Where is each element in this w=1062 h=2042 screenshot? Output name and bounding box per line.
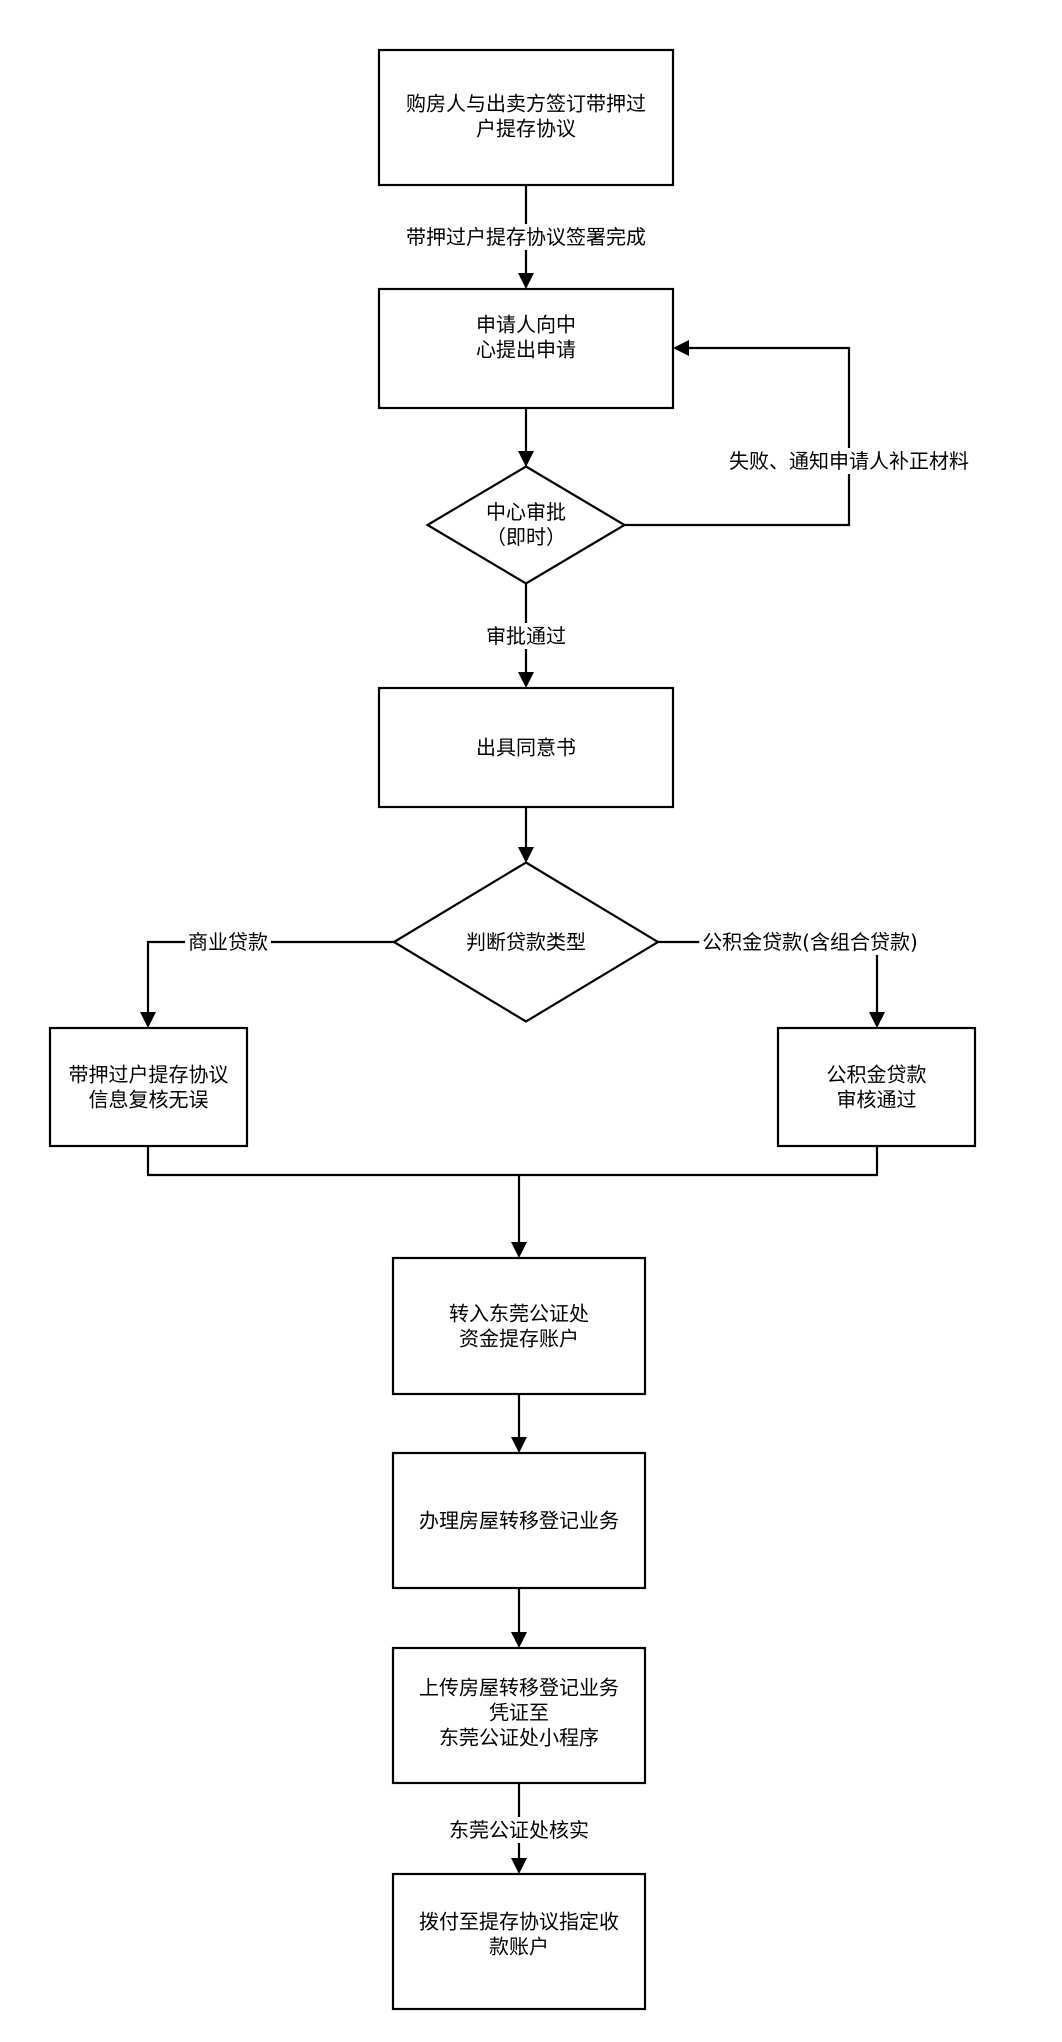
arrowhead-icon bbox=[518, 672, 534, 688]
edge-center-review-to-apply bbox=[624, 340, 851, 527]
edge-issue-consent-to-loan-type bbox=[518, 807, 534, 863]
edge-register-transfer-to-upload-proof bbox=[511, 1588, 527, 1648]
edge-label-loan-type-to-fund-approved: 公积金贷款(含组合贷款) bbox=[699, 929, 921, 955]
connector-line bbox=[146, 940, 394, 1012]
node-text-line: 凭证至 bbox=[489, 1701, 549, 1725]
arrowhead-icon bbox=[511, 1242, 527, 1258]
node-text-line: 心提出申请 bbox=[476, 338, 576, 362]
edge-label-background bbox=[483, 623, 569, 649]
node-text-line: 东莞公证处小程序 bbox=[439, 1726, 599, 1750]
edge-label-sign-agreement-to-apply: 带押过户提存协议签署完成 bbox=[403, 224, 649, 250]
edge-label-background bbox=[403, 224, 649, 250]
node-text-line: 审核通过 bbox=[837, 1088, 917, 1112]
decision-diamond bbox=[391, 861, 661, 1023]
edge-transfer-in-to-register-transfer bbox=[511, 1394, 527, 1453]
edge-label-center-review-to-apply: 失败、通知申请人补正材料 bbox=[726, 448, 972, 474]
node-text-line: 购房人与出卖方签订带押过 bbox=[406, 92, 646, 116]
edge-loan-type-to-commercial-check bbox=[140, 940, 394, 1028]
edge-label-text: 公积金贷款(含组合贷款) bbox=[702, 930, 918, 954]
node-text-line: 拨付至提存协议指定收 bbox=[419, 1910, 619, 1934]
edge-label-upload-proof-to-pay-out: 东莞公证处核实 bbox=[446, 1817, 592, 1843]
edge-label-background bbox=[726, 448, 972, 474]
arrowhead-icon bbox=[511, 1632, 527, 1648]
node-text-line: 中心审批 bbox=[486, 500, 566, 524]
node-text-line: 户提存协议 bbox=[476, 117, 576, 141]
node-center-review: 中心审批（即时） bbox=[425, 465, 627, 585]
edge-label-text: 审批通过 bbox=[486, 624, 566, 648]
edges-layer bbox=[140, 185, 885, 1874]
edge-label-text: 带押过户提存协议签署完成 bbox=[406, 225, 646, 249]
edge-label-center-review-to-issue-consent: 审批通过 bbox=[483, 623, 569, 649]
arrowhead-icon bbox=[140, 1012, 156, 1028]
arrowhead-icon bbox=[511, 1858, 527, 1874]
connector-line bbox=[517, 1146, 879, 1242]
node-text-line: 带押过户提存协议 bbox=[69, 1063, 229, 1087]
node-text-line: 公积金贷款 bbox=[827, 1063, 927, 1087]
arrowhead-icon bbox=[518, 847, 534, 863]
node-text-line: 转入东莞公证处 bbox=[449, 1302, 589, 1326]
arrowhead-icon bbox=[511, 1437, 527, 1453]
arrowhead-icon bbox=[869, 1012, 885, 1028]
process-box bbox=[391, 1646, 647, 1785]
node-register-transfer: 办理房屋转移登记业务 bbox=[391, 1451, 647, 1590]
node-text-line: （即时） bbox=[486, 525, 566, 549]
node-text-line: 上传房屋转移登记业务 bbox=[419, 1676, 619, 1700]
edge-apply-to-center-review bbox=[518, 408, 534, 467]
edge-label-background bbox=[185, 929, 271, 955]
process-box bbox=[391, 1451, 647, 1590]
connector-line bbox=[624, 346, 851, 527]
process-box bbox=[377, 686, 675, 809]
process-box bbox=[377, 48, 675, 187]
edge-label-text: 失败、通知申请人补正材料 bbox=[729, 449, 969, 473]
process-box bbox=[776, 1026, 977, 1148]
connector-line bbox=[146, 1146, 519, 1177]
node-text-line: 办理房屋转移登记业务 bbox=[419, 1509, 619, 1533]
process-box bbox=[391, 1872, 647, 2011]
node-text-line: 资金提存账户 bbox=[459, 1327, 579, 1351]
process-box bbox=[48, 1026, 249, 1148]
edge-fund-approved-to-transfer-in bbox=[511, 1146, 879, 1258]
nodes-layer: 购房人与出卖方签订带押过户提存协议申请人向中心提出申请中心审批（即时）出具同意书… bbox=[48, 48, 977, 2011]
edge-label-text: 商业贷款 bbox=[188, 930, 268, 954]
node-text-line: 信息复核无误 bbox=[89, 1088, 209, 1112]
node-issue-consent: 出具同意书 bbox=[377, 686, 675, 809]
arrowhead-icon bbox=[673, 340, 689, 356]
edge-label-loan-type-to-commercial-check: 商业贷款 bbox=[185, 929, 271, 955]
edge-label-background bbox=[446, 1817, 592, 1843]
decision-diamond bbox=[425, 465, 627, 585]
node-text-line: 出具同意书 bbox=[476, 736, 576, 760]
node-loan-type: 判断贷款类型 bbox=[391, 861, 661, 1023]
edge-label-text: 东莞公证处核实 bbox=[449, 1818, 589, 1842]
process-box bbox=[391, 1256, 647, 1396]
arrowhead-icon bbox=[518, 451, 534, 467]
edge-label-background bbox=[699, 929, 921, 955]
edge-commercial-check-to-transfer-in bbox=[146, 1146, 519, 1177]
arrowhead-icon bbox=[518, 273, 534, 289]
node-text-line: 申请人向中 bbox=[476, 313, 576, 337]
node-text-line: 判断贷款类型 bbox=[466, 930, 586, 954]
node-text-line: 款账户 bbox=[489, 1935, 549, 1959]
process-box bbox=[377, 287, 675, 410]
